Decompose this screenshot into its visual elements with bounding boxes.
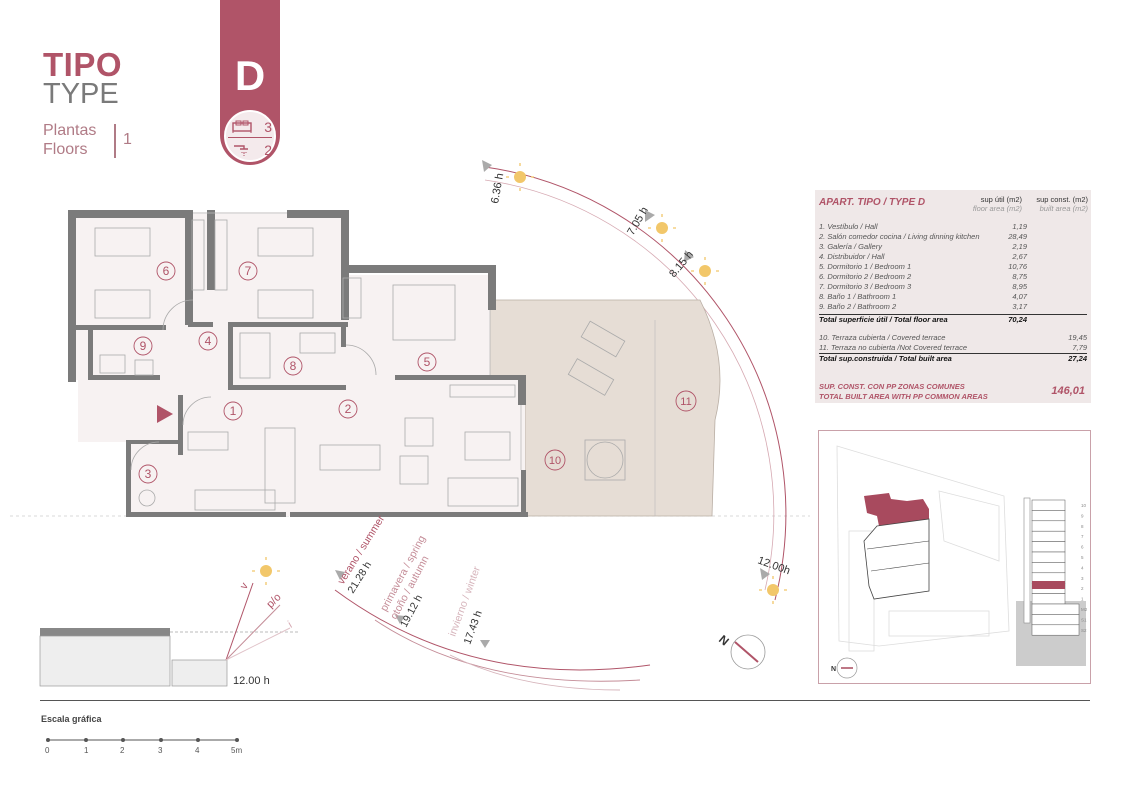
keyplan-floor-label: S2 <box>1081 628 1087 633</box>
keyplan-floor-label: 6 <box>1081 545 1084 550</box>
north-compass: N <box>716 632 766 670</box>
scale-label: 3 <box>158 746 163 755</box>
floors-label-en: Floors <box>43 141 88 158</box>
bed-icon <box>232 120 252 133</box>
sun-section-diagram: v p/o i 12.00 h <box>39 580 300 687</box>
room-number-5: 5 <box>424 355 431 369</box>
keyplan-floor <box>1031 593 1066 605</box>
type-letter: D <box>234 52 266 99</box>
title-type: TYPE <box>43 78 119 110</box>
keyplan-floor <box>1031 614 1080 626</box>
room-number-9: 9 <box>140 339 147 353</box>
keyplan-floor-label: 4 <box>1081 565 1084 570</box>
room-number-4: 4 <box>205 334 212 348</box>
scale-label: 5m <box>231 746 243 755</box>
room-number-11: 11 <box>680 396 691 408</box>
pp-value: 146,01 <box>1051 385 1085 397</box>
scale-label: 0 <box>45 746 50 755</box>
scale-label: 1 <box>84 746 89 755</box>
title-tipo: TIPO <box>43 46 123 83</box>
keyplan-floor <box>1031 530 1066 542</box>
section-i-label: i <box>286 619 294 631</box>
sun-time-6-36: 6.36 h <box>489 172 506 204</box>
rooms-badge: 3 2 <box>224 110 276 162</box>
total-floor-row: Total superficie útil / Total floor area… <box>819 314 1087 324</box>
area-table: APART. TIPO / TYPE D sup útil (m2)floor … <box>815 190 1091 403</box>
table-title: APART. TIPO / TYPE D <box>819 197 926 208</box>
bathrooms-row: 2 <box>232 139 272 161</box>
shower-icon <box>234 145 248 156</box>
keyplan-floor <box>1031 499 1066 511</box>
col-floor-area-header: sup útil (m2)floor area (m2) <box>972 195 1022 213</box>
room-number-10: 10 <box>549 455 561 467</box>
keyplan-floor <box>1031 624 1080 636</box>
keyplan-north-label: N <box>831 666 836 673</box>
room-number-6: 6 <box>163 264 170 278</box>
section-time: 12.00 h <box>233 675 270 687</box>
keyplan-floor-label: 1 <box>1081 597 1084 602</box>
bedroom-count: 3 <box>264 119 272 135</box>
keyplan-floor-label: 5 <box>1081 555 1084 560</box>
sun-time-8-15: 8.15 h <box>667 249 696 280</box>
terrace-row: 11. Terraza no cubierta /Not Covered ter… <box>819 343 1087 352</box>
scale-label: 2 <box>120 746 125 755</box>
scale-bar <box>46 738 239 742</box>
floor-number: 1 <box>123 131 132 148</box>
keyplan-floor <box>1031 510 1066 522</box>
divider <box>114 124 116 158</box>
room-number-8: 8 <box>290 359 297 373</box>
keyplan-floor-label: M2 <box>1081 607 1088 612</box>
room-number-3: 3 <box>145 467 152 481</box>
scale-title: Escala gráfica <box>41 714 102 724</box>
north-label: N <box>716 632 732 648</box>
sun-icon <box>260 171 779 596</box>
keyplan-floor-label: S1 <box>1081 617 1087 622</box>
keyplan-floor-label: 2 <box>1081 586 1084 591</box>
bathroom-count: 2 <box>264 142 272 158</box>
keyplan-floor <box>1031 551 1066 563</box>
keyplan-floor <box>1031 541 1066 553</box>
keyplan-floor <box>1031 603 1080 615</box>
keyplan-floor-label: 7 <box>1081 534 1084 539</box>
section-v-label: v <box>238 580 251 591</box>
keyplan-floor-label: 9 <box>1081 513 1084 518</box>
keyplan-floor-label: 8 <box>1081 524 1084 529</box>
floor-plan: 1 2 3 4 5 6 7 8 9 10 11 6.36 h 7.05 h 8.… <box>10 160 810 691</box>
floors-label: Plantas Floors <box>43 121 96 159</box>
keyplan-floor-label: 10 <box>1081 503 1087 508</box>
type-banner: D 3 2 <box>220 0 280 165</box>
room-number-1: 1 <box>230 404 237 418</box>
section-po-label: p/o <box>264 591 283 610</box>
plantas-label: Plantas <box>43 122 97 139</box>
room-number-7: 7 <box>245 264 252 278</box>
keyplan-floor <box>1031 520 1066 532</box>
room-area-row: 2. Salón comedor cocina / Living dinning… <box>819 232 1027 241</box>
bedrooms-row: 3 <box>232 116 272 138</box>
col-built-area-header: sup const. (m2)built area (m2) <box>1036 195 1088 213</box>
keyplan-floor-label: 3 <box>1081 576 1084 581</box>
scale-label: 4 <box>195 746 200 755</box>
keyplan-floor <box>1031 562 1066 574</box>
divider-line <box>40 700 1090 701</box>
room-number-2: 2 <box>345 402 352 416</box>
